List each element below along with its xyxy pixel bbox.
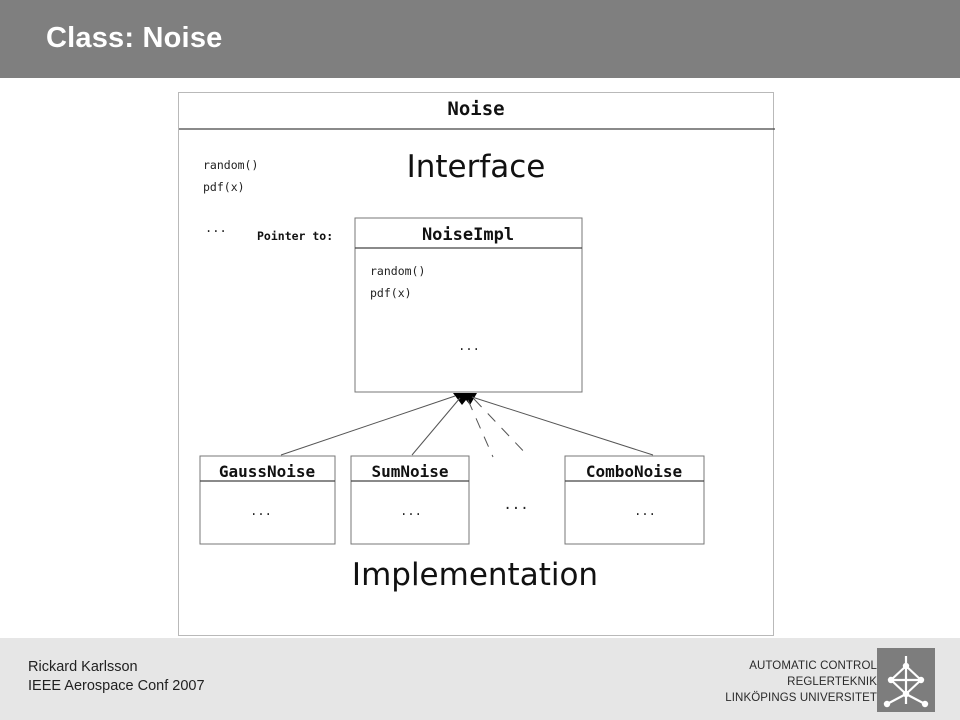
footer-author: Rickard Karlsson <box>28 659 138 675</box>
outer-class-name: Noise <box>447 98 504 120</box>
gaussnoise-ellipsis: ... <box>250 504 272 518</box>
logo-text: AUTOMATIC CONTROL REGLERTEKNIK LINKÖPING… <box>725 658 877 706</box>
logo-line: REGLERTEKNIK <box>787 676 877 688</box>
inheritance-line <box>471 396 654 456</box>
interface-method: pdf(x) <box>203 180 245 194</box>
noiseimpl-ellipsis: ... <box>458 339 480 353</box>
more-subclasses-ellipsis: ... <box>503 497 528 513</box>
dashed-inheritance-line <box>473 398 530 458</box>
inheritance-arrowhead <box>453 393 477 405</box>
noiseimpl-method: random() <box>370 264 425 278</box>
pointer-label: Pointer to: <box>257 229 333 243</box>
gaussnoise-box <box>199 455 336 545</box>
interface-method: random() <box>203 158 258 172</box>
university-logo-icon-svg <box>883 656 929 708</box>
interface-label: Interface <box>407 149 546 185</box>
slide-header: Class: Noise <box>0 0 960 78</box>
university-logo-icon <box>877 648 935 712</box>
university-logo: AUTOMATIC CONTROL REGLERTEKNIK LINKÖPING… <box>725 648 947 712</box>
noiseimpl-box <box>354 217 583 393</box>
gaussnoise-name: GaussNoise <box>219 462 315 481</box>
inheritance-line <box>280 395 456 456</box>
dashed-inheritance-line <box>467 399 494 458</box>
combonoise-box <box>564 455 705 545</box>
logo-line: AUTOMATIC CONTROL <box>749 660 877 672</box>
class-diagram: Noise Interface random() pdf(x) ... Poin… <box>178 92 775 636</box>
noiseimpl-name: NoiseImpl <box>422 225 514 245</box>
slide-footer: Rickard Karlsson IEEE Aerospace Conf 200… <box>0 638 960 720</box>
class-diagram-svg: Noise Interface random() pdf(x) ... Poin… <box>179 98 775 593</box>
footer-conference: IEEE Aerospace Conf 2007 <box>28 678 205 694</box>
combonoise-name: ComboNoise <box>586 462 682 481</box>
slide-title: Class: Noise <box>46 22 223 54</box>
inheritance-line <box>411 397 461 456</box>
logo-line: LINKÖPINGS UNIVERSITET <box>725 692 877 704</box>
combonoise-ellipsis: ... <box>634 504 656 518</box>
interface-ellipsis: ... <box>205 221 227 235</box>
implementation-label: Implementation <box>352 557 598 593</box>
footer-credits: Rickard Karlsson IEEE Aerospace Conf 200… <box>28 658 205 696</box>
sumnoise-ellipsis: ... <box>400 504 422 518</box>
noiseimpl-method: pdf(x) <box>370 286 412 300</box>
sumnoise-name: SumNoise <box>371 462 448 481</box>
sumnoise-box <box>350 455 470 545</box>
